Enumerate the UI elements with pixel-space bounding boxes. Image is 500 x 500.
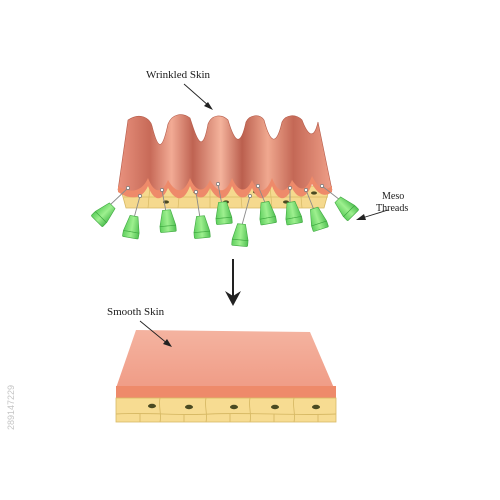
pointer-meso-threads — [356, 209, 389, 220]
wrinkled-skin-block — [117, 114, 333, 209]
watermark: 289147229 — [6, 385, 16, 430]
smooth-top-surface — [116, 330, 334, 388]
smooth-nuclei — [148, 403, 320, 410]
transition-arrow — [225, 259, 241, 306]
thread-knots — [126, 182, 324, 198]
label-meso: Meso — [382, 191, 404, 202]
label-smooth-skin: Smooth Skin — [107, 306, 165, 318]
smooth-epidermis-band — [116, 386, 336, 398]
thread-wires — [109, 183, 341, 226]
label-wrinkled-skin: Wrinkled Skin — [146, 69, 211, 81]
pointer-smooth — [139, 320, 172, 347]
smooth-skin-block — [115, 330, 337, 423]
label-threads: Threads — [376, 203, 408, 214]
smooth-cell-layer — [115, 397, 337, 423]
wrinkled-front-band — [118, 176, 332, 199]
smooth-cells-grid — [115, 397, 337, 423]
thread-needles — [91, 196, 359, 247]
watermark-id: 289147229 — [6, 385, 16, 430]
pointer-wrinkled — [183, 83, 213, 110]
wrinkled-surface — [117, 114, 333, 195]
meso-threads — [91, 182, 359, 247]
